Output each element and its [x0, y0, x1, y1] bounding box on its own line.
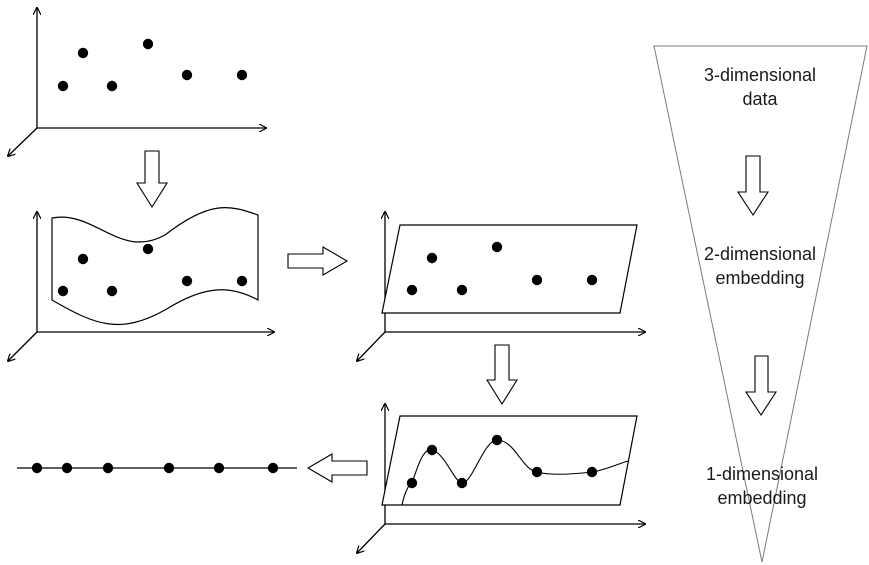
data-point [57, 80, 69, 92]
arrow-down-icon [136, 150, 168, 209]
panel-manifold [8, 207, 274, 361]
data-point [181, 275, 193, 287]
data-point [142, 38, 154, 50]
data-point [213, 462, 225, 474]
arrow-down-icon [486, 344, 518, 406]
data-point [406, 477, 418, 489]
dimension-funnel: 3-dimensional data 2-dimensional embeddi… [653, 45, 868, 563]
data-points-plane [406, 241, 598, 296]
data-point [236, 69, 248, 81]
data-point [163, 462, 175, 474]
stage-1d-label-line1: 1-dimensional [706, 464, 818, 484]
data-point [106, 285, 118, 297]
data-points-3d [57, 38, 248, 92]
axes-3d-top [8, 8, 266, 156]
arrow-right-icon [287, 246, 349, 276]
data-points-1d [31, 462, 279, 474]
panel-plane-with-curve [357, 404, 645, 553]
data-point [426, 252, 438, 264]
data-point [142, 243, 154, 255]
stage-1d-label-line2: embedding [717, 488, 806, 508]
flat-plane-2d [381, 415, 638, 506]
data-point [236, 275, 248, 287]
panel-3d-scatter [8, 8, 266, 156]
data-point [456, 477, 468, 489]
arrow-left-icon [306, 453, 368, 483]
data-points-manifold [57, 243, 248, 297]
data-point [531, 466, 543, 478]
data-point [181, 69, 193, 81]
stage-2d-label-line2: embedding [715, 268, 804, 288]
data-point [77, 47, 89, 59]
stage-2d-label-line1: 2-dimensional [704, 244, 816, 264]
data-point [586, 274, 598, 286]
data-point [586, 466, 598, 478]
data-point [456, 284, 468, 296]
data-point [491, 434, 503, 446]
data-point [491, 241, 503, 253]
data-point [31, 462, 43, 474]
panel-1d-line [17, 462, 297, 474]
data-point [406, 284, 418, 296]
data-point [57, 285, 69, 297]
data-point [426, 444, 438, 456]
data-point [531, 274, 543, 286]
stage-3d-label-line1: 3-dimensional [704, 65, 816, 85]
one-dimensional-curve [401, 439, 629, 506]
curved-manifold-surface [51, 207, 259, 326]
stage-3d-label-line2: data [742, 89, 778, 109]
axes-3d-manifold [8, 212, 274, 361]
data-point [102, 462, 114, 474]
data-point [77, 253, 89, 265]
data-point [61, 462, 73, 474]
flat-plane-2d [381, 224, 638, 314]
panel-plane [357, 212, 645, 361]
data-point [267, 462, 279, 474]
data-points-curve [406, 434, 598, 489]
data-point [106, 80, 118, 92]
arrow-down-icon [744, 355, 778, 417]
arrow-down-icon [736, 155, 770, 217]
funnel-triangle [653, 45, 868, 563]
